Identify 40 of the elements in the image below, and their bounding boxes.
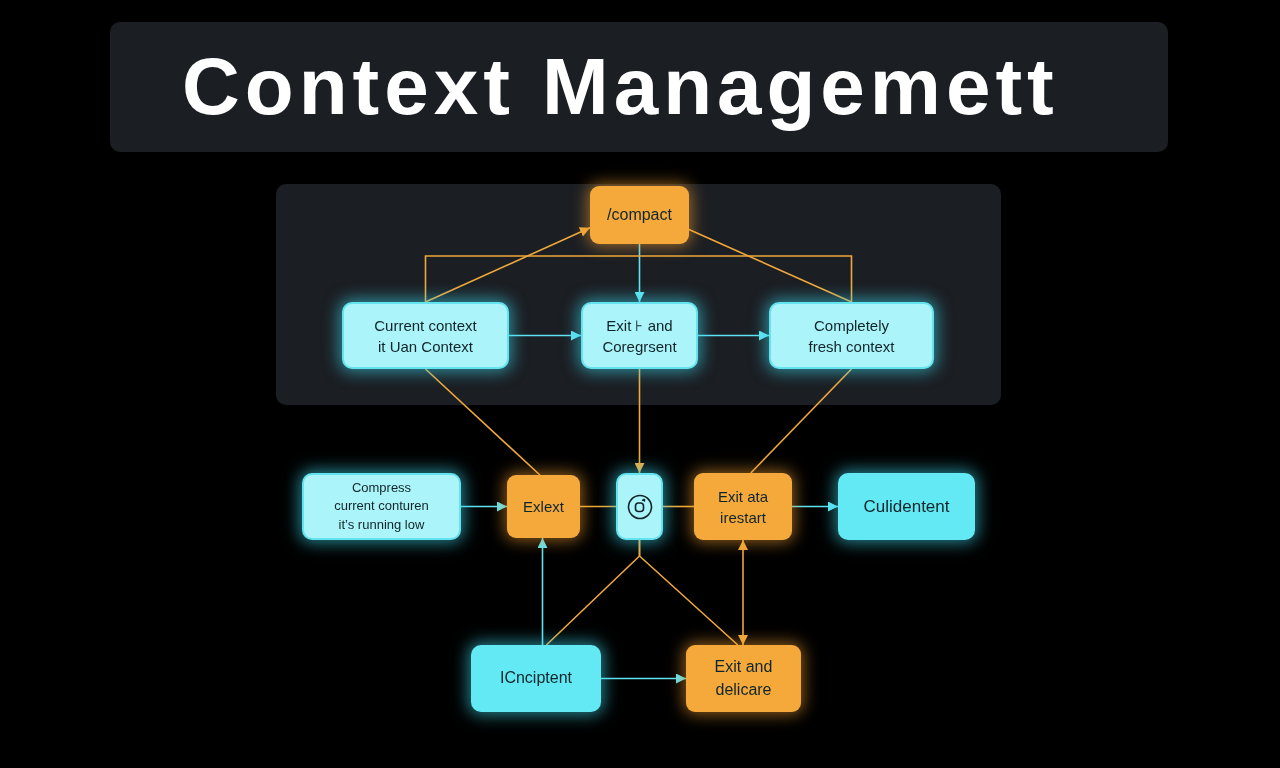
node-label: Exit ⊦ and Coregrsent <box>601 315 678 357</box>
arrow <box>791 501 839 512</box>
node-label: ICnciptent <box>499 668 572 689</box>
arrow <box>508 330 582 341</box>
process-box <box>581 302 698 369</box>
arrow <box>738 539 748 646</box>
node-label: Current context it Uan Context <box>373 315 478 357</box>
group-panel <box>276 184 1001 405</box>
process-box <box>342 302 509 369</box>
connector-line <box>424 368 541 476</box>
arrow <box>460 501 508 512</box>
node-label: Exit and delicare <box>713 657 774 700</box>
arrow <box>537 537 548 646</box>
connector-line <box>662 505 695 508</box>
connector-line <box>579 505 617 508</box>
arrow <box>424 227 591 303</box>
process-box <box>471 645 601 712</box>
process-box <box>507 475 580 538</box>
node-label: Culidentent <box>863 495 950 518</box>
process-box <box>838 473 975 540</box>
node-label: Exlext <box>523 497 564 517</box>
icon-box <box>616 473 663 540</box>
arrow <box>697 330 770 341</box>
connector-line <box>688 228 853 303</box>
node-label: /compact <box>607 204 672 225</box>
process-box <box>769 302 934 369</box>
diagram-title: Context Managemett <box>182 43 1059 131</box>
process-box <box>694 473 792 540</box>
connector-line <box>424 255 853 303</box>
process-box <box>686 645 801 712</box>
node-label: Compress current conturen it’s running low <box>333 479 430 534</box>
node-label: Exit ata irestart <box>717 486 769 528</box>
process-box <box>302 473 461 540</box>
node-label: Completely fresh context <box>807 315 896 357</box>
arrow <box>634 243 645 303</box>
connector-line <box>638 539 739 646</box>
arrow <box>634 368 645 474</box>
arrow <box>600 673 687 684</box>
connector-line <box>750 368 853 474</box>
process-box <box>590 186 689 244</box>
